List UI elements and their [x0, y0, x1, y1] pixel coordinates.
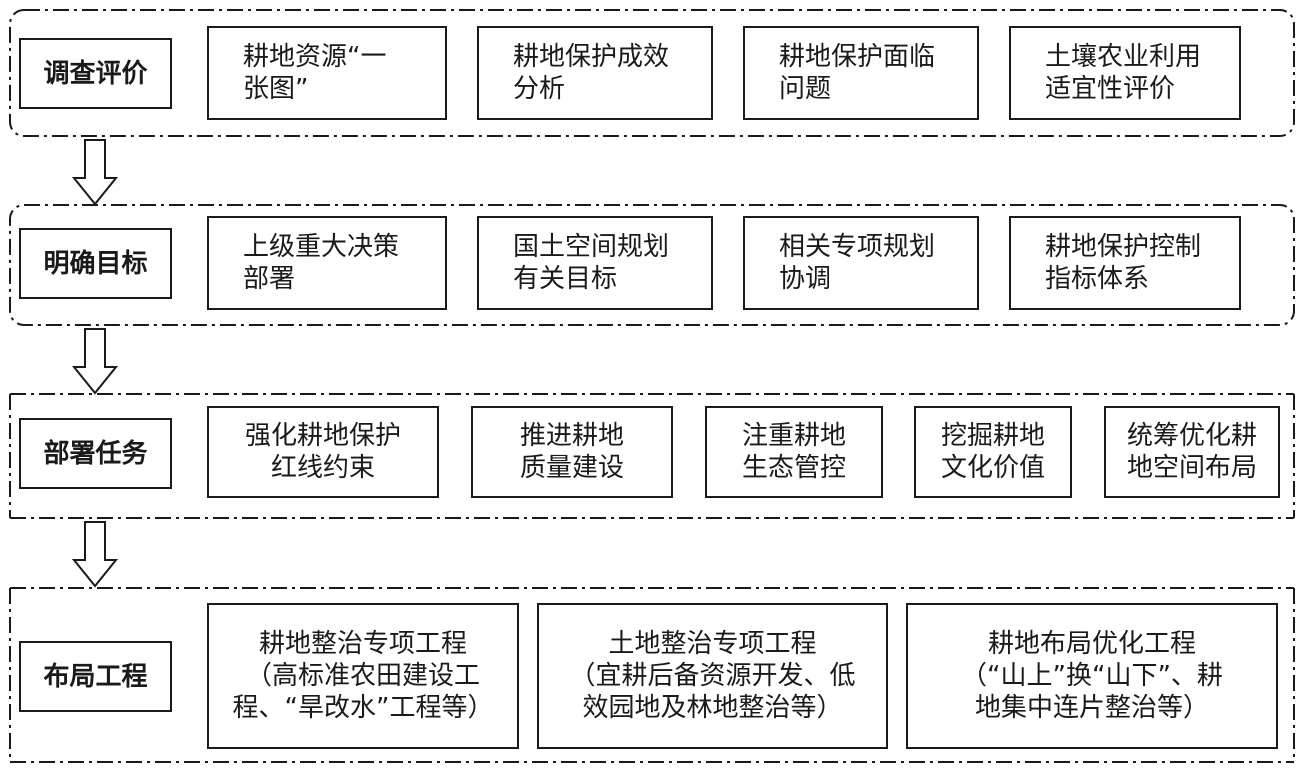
- flow-arrow-2: [71, 328, 119, 395]
- stage-3-item-2: 推进耕地 质量建设: [471, 406, 673, 498]
- stage-4-item-1: 耕地整治专项工程 （高标准农田建设工 程、“旱改水”工程等）: [207, 603, 519, 749]
- stage-2-item-4: 耕地保护控制 指标体系: [1009, 216, 1241, 310]
- stage-4-label: 布局工程: [19, 641, 172, 712]
- stage-3-item-4: 挖掘耕地 文化价值: [914, 406, 1072, 498]
- stage-3-item-5: 统筹优化耕 地空间布局: [1104, 406, 1280, 498]
- stage-1-item-3: 耕地保护面临 问题: [743, 26, 979, 120]
- stage-4-item-2: 土地整治专项工程 （宜耕后备资源开发、低 效园地及林地整治等）: [537, 603, 888, 749]
- stage-3-item-3: 注重耕地 生态管控: [705, 406, 883, 498]
- stage-2-item-1: 上级重大决策 部署: [207, 216, 447, 310]
- stage-1-container: [9, 9, 1295, 137]
- stage-2-item-3: 相关专项规划 协调: [743, 216, 979, 310]
- stage-2-label: 明确目标: [19, 228, 172, 299]
- stage-4-container: [9, 587, 1295, 763]
- stage-1-item-1: 耕地资源“一 张图”: [207, 26, 447, 120]
- flow-arrow-1: [71, 139, 119, 206]
- stage-1-item-4: 土壤农业利用 适宜性评价: [1009, 26, 1241, 120]
- stage-3-label: 部署任务: [19, 418, 172, 489]
- stage-1-item-2: 耕地保护成效 分析: [477, 26, 713, 120]
- stage-1-label: 调查评价: [19, 38, 172, 109]
- stage-3-container: [9, 393, 1295, 519]
- stage-4-item-3: 耕地布局优化工程 （“山上”换“山下”、耕 地集中连片整治等）: [906, 603, 1278, 749]
- flow-arrow-3: [71, 521, 119, 588]
- stage-3-item-1: 强化耕地保护 红线约束: [207, 406, 439, 498]
- stage-2-item-2: 国土空间规划 有关目标: [477, 216, 713, 310]
